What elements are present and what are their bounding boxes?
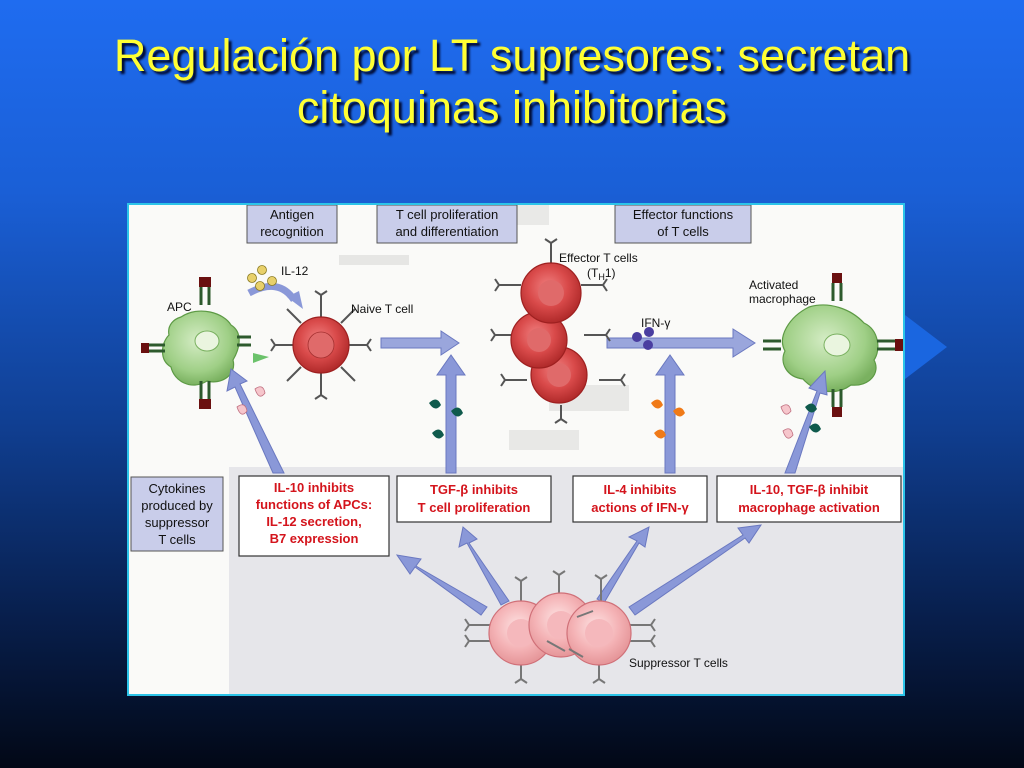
flow-arrow-icon <box>606 328 756 358</box>
cytokines-box-line: T cells <box>158 532 196 547</box>
il10-molecules-icon <box>236 386 266 415</box>
effector-t-cells-icon <box>490 238 626 424</box>
naive-t-cell-icon <box>270 290 372 400</box>
suppressor-arrow-icon <box>395 554 488 616</box>
tgf-beta-molecules-icon <box>429 399 463 439</box>
inhibition-box-line: actions of IFN-γ <box>591 500 689 515</box>
suppressor-arrow-icon <box>596 526 650 604</box>
suppressor-arrow-icon <box>628 524 763 616</box>
cytokines-box-line: produced by <box>141 498 213 513</box>
inhibition-box-line: IL-10, TGF-β inhibit <box>750 482 869 497</box>
stage-header-line: recognition <box>260 224 324 239</box>
inhibition-arrow-icon <box>655 354 685 474</box>
suppressor-t-cells-icon <box>464 570 656 684</box>
apc-cell-icon <box>141 277 269 409</box>
suppressor-t-cell-diagram: Antigen recognition T cell proliferation… <box>127 203 905 696</box>
inhibition-box-line: IL-4 inhibits <box>604 482 677 497</box>
arrowhead-icon <box>287 291 303 309</box>
inhibition-box-line: IL-10 inhibits <box>274 480 354 495</box>
suppressor-t-cells-label: Suppressor T cells <box>629 656 728 670</box>
upward-arrows <box>226 354 828 474</box>
effector-t-cells-subtype: (TH1) <box>587 266 616 282</box>
ifn-gamma-molecules-icon <box>632 327 654 350</box>
il12-curved-arrow-icon <box>247 282 297 303</box>
inhibition-box-line: B7 expression <box>270 531 359 546</box>
il10-tgf-molecules-icon <box>780 403 821 439</box>
macrophage-label-line2: macrophage <box>749 292 816 306</box>
cytokines-box-line: suppressor <box>145 515 210 530</box>
inhibition-box-line: T cell proliferation <box>418 500 531 515</box>
flow-arrow-icon <box>380 330 460 356</box>
naive-t-cell-label: Naive T cell <box>351 302 413 316</box>
stage-header-line: Effector functions <box>633 207 734 222</box>
slide-title-line2: citoquinas inhibitorias <box>296 82 728 133</box>
stage-header-line: of T cells <box>657 224 709 239</box>
il10-inhibition-box: IL-10 inhibits functions of APCs: IL-12 … <box>238 475 390 557</box>
tgf-beta-inhibition-box: TGF-β inhibits T cell proliferation <box>396 475 552 523</box>
stage-header-effector: Effector functions of T cells <box>614 205 752 244</box>
stage-header-antigen: Antigen recognition <box>246 205 338 244</box>
suppressor-arrows <box>395 524 763 616</box>
inhibition-box-line: functions of APCs: <box>256 497 373 512</box>
il12-molecules-icon <box>247 265 277 291</box>
il10-tgf-inhibition-box: IL-10, TGF-β inhibit macrophage activati… <box>716 475 902 523</box>
effector-t-cells-label: Effector T cells <box>559 251 638 265</box>
macrophage-label-line1: Activated <box>749 278 798 292</box>
stage-header-proliferation: T cell proliferation and differentiation <box>376 205 518 244</box>
slide-title-line1: Regulación por LT supresores: secretan <box>113 30 911 81</box>
il4-inhibition-box: IL-4 inhibits actions of IFN-γ <box>572 475 708 523</box>
suppressor-arrow-icon <box>458 526 510 606</box>
slide-title: Regulación por LT supresores: secretan c… <box>0 30 1024 134</box>
activated-macrophage-icon <box>763 273 903 417</box>
stage-header-line: Antigen <box>270 207 314 222</box>
inhibition-arrow-icon <box>226 368 285 474</box>
inhibition-box-line: IL-12 secretion, <box>266 514 361 529</box>
il4-molecules-icon <box>651 399 685 439</box>
cytokines-info-box: Cytokines produced by suppressor T cells <box>130 476 224 552</box>
stage-header-line: T cell proliferation <box>396 207 498 222</box>
inhibition-arrow-icon <box>436 354 466 474</box>
ifn-gamma-label: IFN-γ <box>641 316 670 330</box>
cytokines-box-line: Cytokines <box>148 481 206 496</box>
apc-label: APC <box>167 300 192 314</box>
inhibition-box-line: TGF-β inhibits <box>430 482 518 497</box>
il12-label: IL-12 <box>281 264 309 278</box>
decorative-arrow-icon <box>905 315 947 379</box>
stage-header-line: and differentiation <box>395 224 498 239</box>
inhibition-arrow-icon <box>784 369 828 474</box>
inhibition-box-line: macrophage activation <box>738 500 880 515</box>
